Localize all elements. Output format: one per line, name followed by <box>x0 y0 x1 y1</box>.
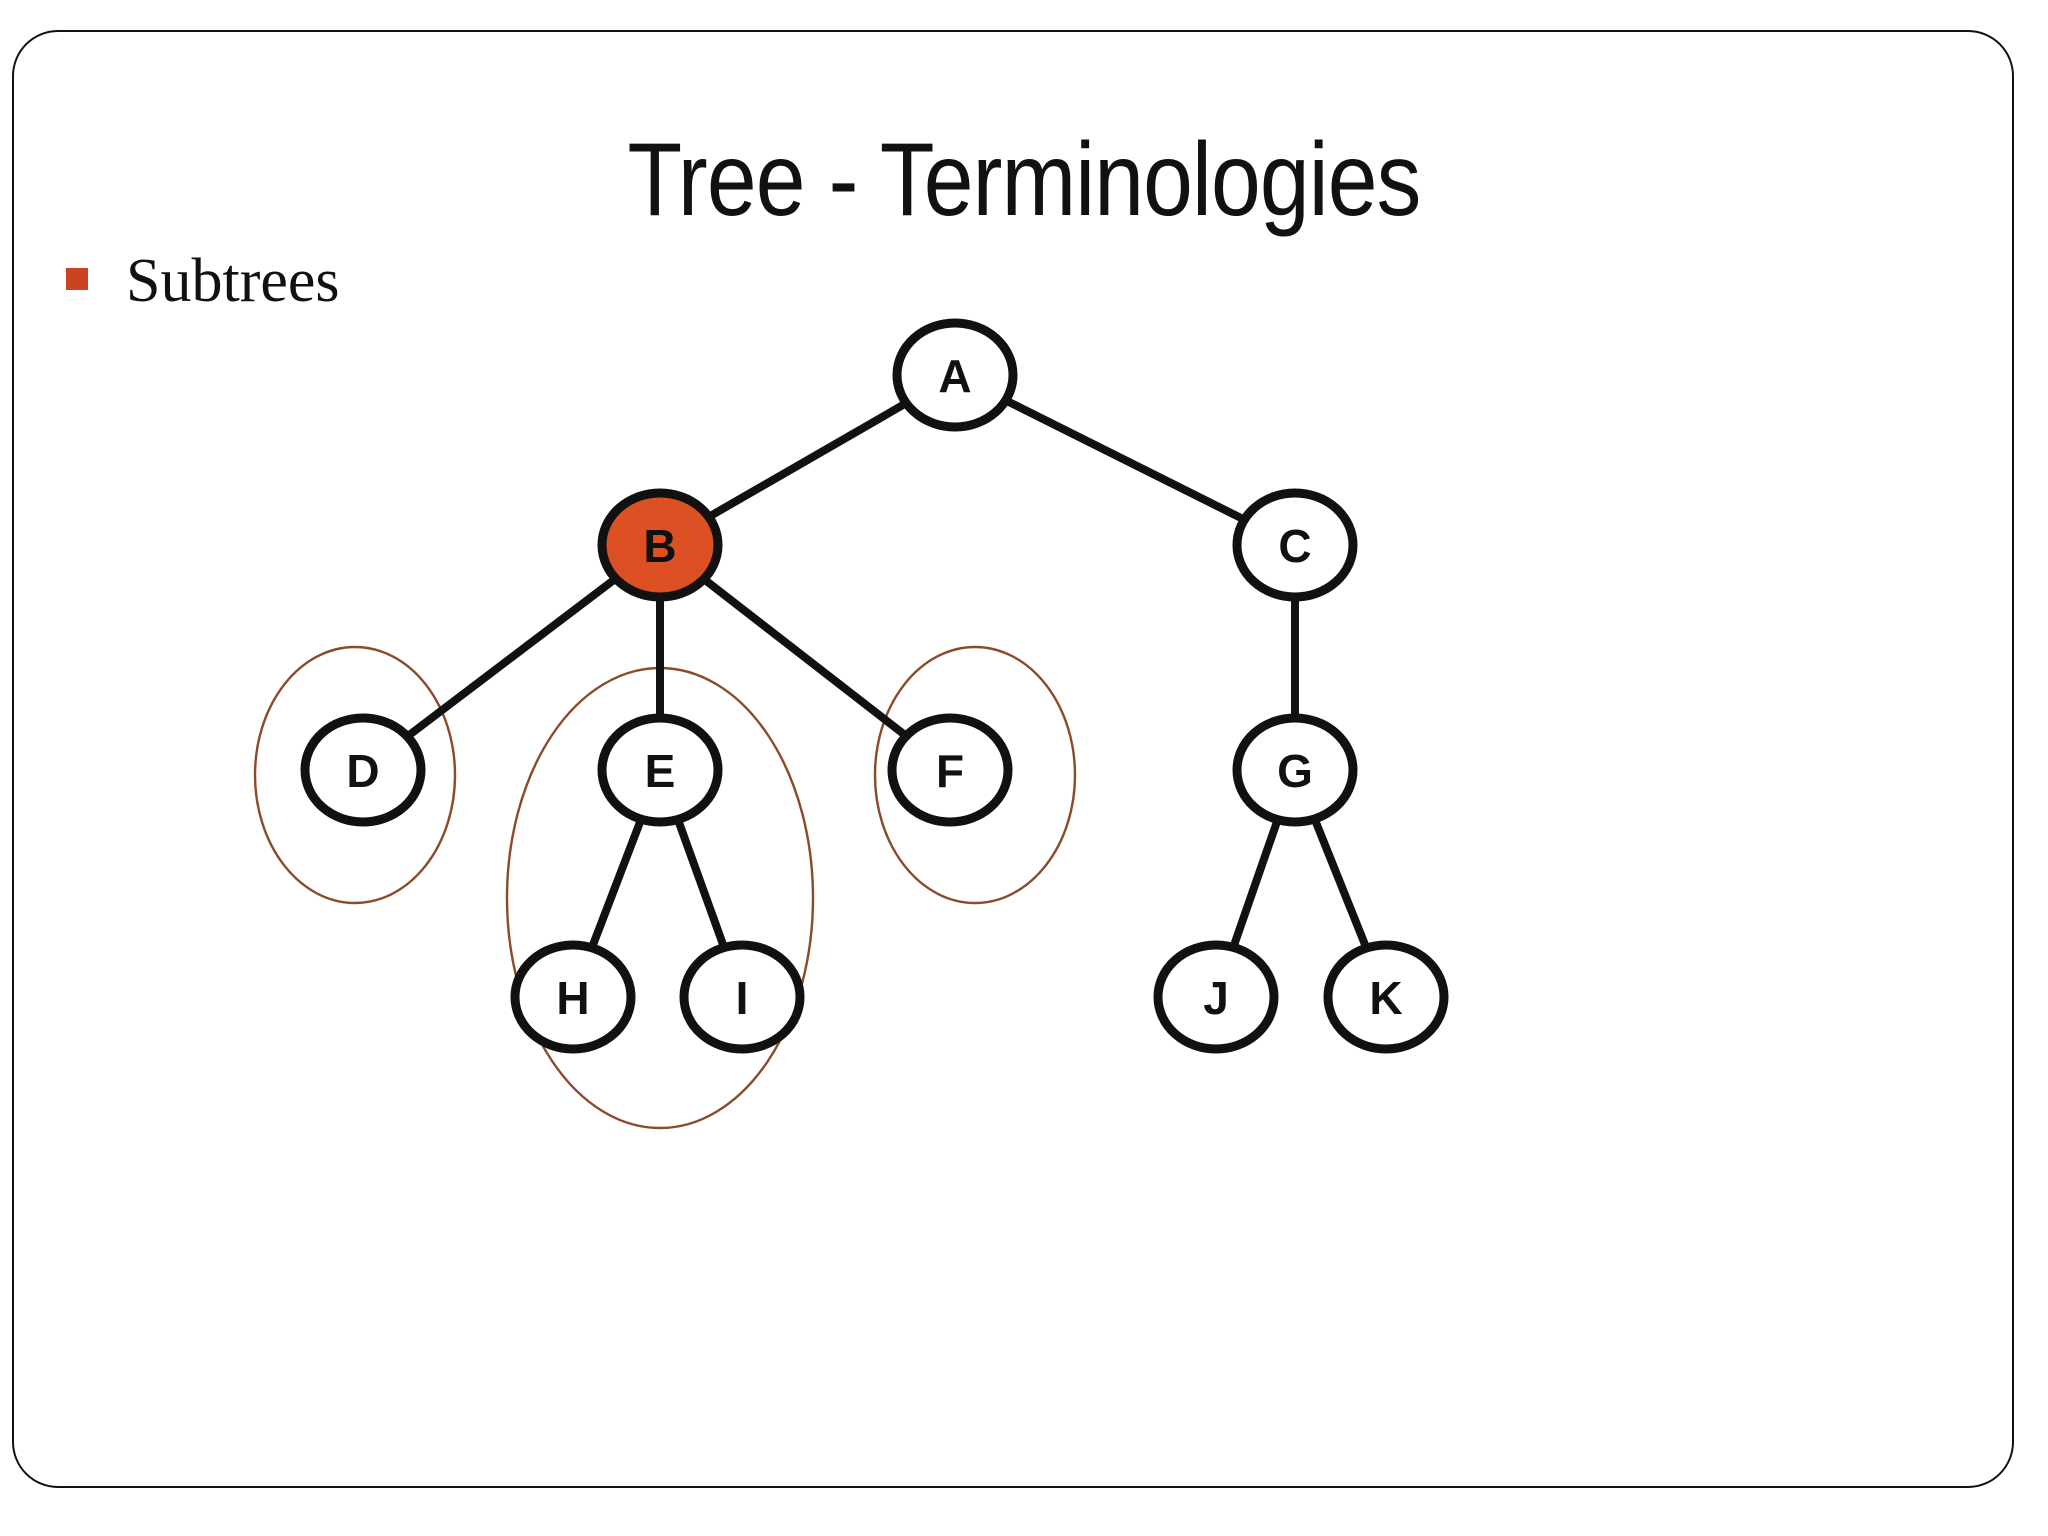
tree-node-f[interactable]: F <box>887 713 1013 827</box>
tree-edge-a-c <box>993 392 1257 528</box>
tree-edge-g-j <box>1227 811 1284 956</box>
slide-border <box>12 30 2014 1488</box>
tree-edge-layer <box>397 392 1373 957</box>
bullet-item-label: Subtrees <box>126 247 340 315</box>
tree-node-e[interactable]: E <box>597 713 723 827</box>
subtree-d-outline <box>253 645 457 905</box>
node-circle-e <box>597 713 723 827</box>
tree-edge-e-i <box>672 811 730 956</box>
tree-node-k[interactable]: K <box>1323 940 1449 1054</box>
node-circle-j <box>1153 940 1279 1054</box>
tree-node-a[interactable]: A <box>892 318 1018 432</box>
node-circle-k <box>1323 940 1449 1054</box>
tree-node-d[interactable]: D <box>300 713 426 827</box>
node-label-c: C <box>1278 520 1311 572</box>
node-label-d: D <box>346 745 379 797</box>
node-label-g: G <box>1277 745 1313 797</box>
node-label-j: J <box>1203 972 1229 1024</box>
tree-node-layer: A B C D E F G H I J K <box>300 318 1449 1054</box>
tree-node-h[interactable]: H <box>510 940 636 1054</box>
node-circle-f <box>887 713 1013 827</box>
node-label-b: B <box>643 520 676 572</box>
subtree-f-outline <box>873 645 1077 905</box>
tree-node-c[interactable]: C <box>1232 488 1358 602</box>
tree-edge-g-k <box>1308 810 1373 957</box>
node-label-a: A <box>938 350 971 402</box>
node-circle-c <box>1232 488 1358 602</box>
node-circle-b <box>597 488 723 602</box>
node-label-f: F <box>936 745 964 797</box>
node-circle-d <box>300 713 426 827</box>
tree-node-i[interactable]: I <box>679 940 805 1054</box>
node-circle-h <box>510 940 636 1054</box>
tree-edge-a-b <box>697 394 918 526</box>
node-label-i: I <box>736 972 749 1024</box>
node-circle-g <box>1232 713 1358 827</box>
node-circle-a <box>892 318 1018 432</box>
tree-node-j[interactable]: J <box>1153 940 1279 1054</box>
tree-edge-e-h <box>586 810 647 957</box>
node-label-e: E <box>645 745 676 797</box>
page-title: Tree - Terminologies <box>627 122 1421 238</box>
node-label-h: H <box>556 972 589 1024</box>
node-label-k: K <box>1369 972 1402 1024</box>
tree-node-b[interactable]: B <box>597 488 723 602</box>
bullet-list-item: Subtrees <box>66 250 340 312</box>
node-circle-i <box>679 940 805 1054</box>
orange-square-bullet-icon <box>66 268 88 290</box>
tree-node-g[interactable]: G <box>1232 713 1358 827</box>
tree-edge-b-f <box>693 570 917 745</box>
tree-edge-b-d <box>397 569 626 746</box>
